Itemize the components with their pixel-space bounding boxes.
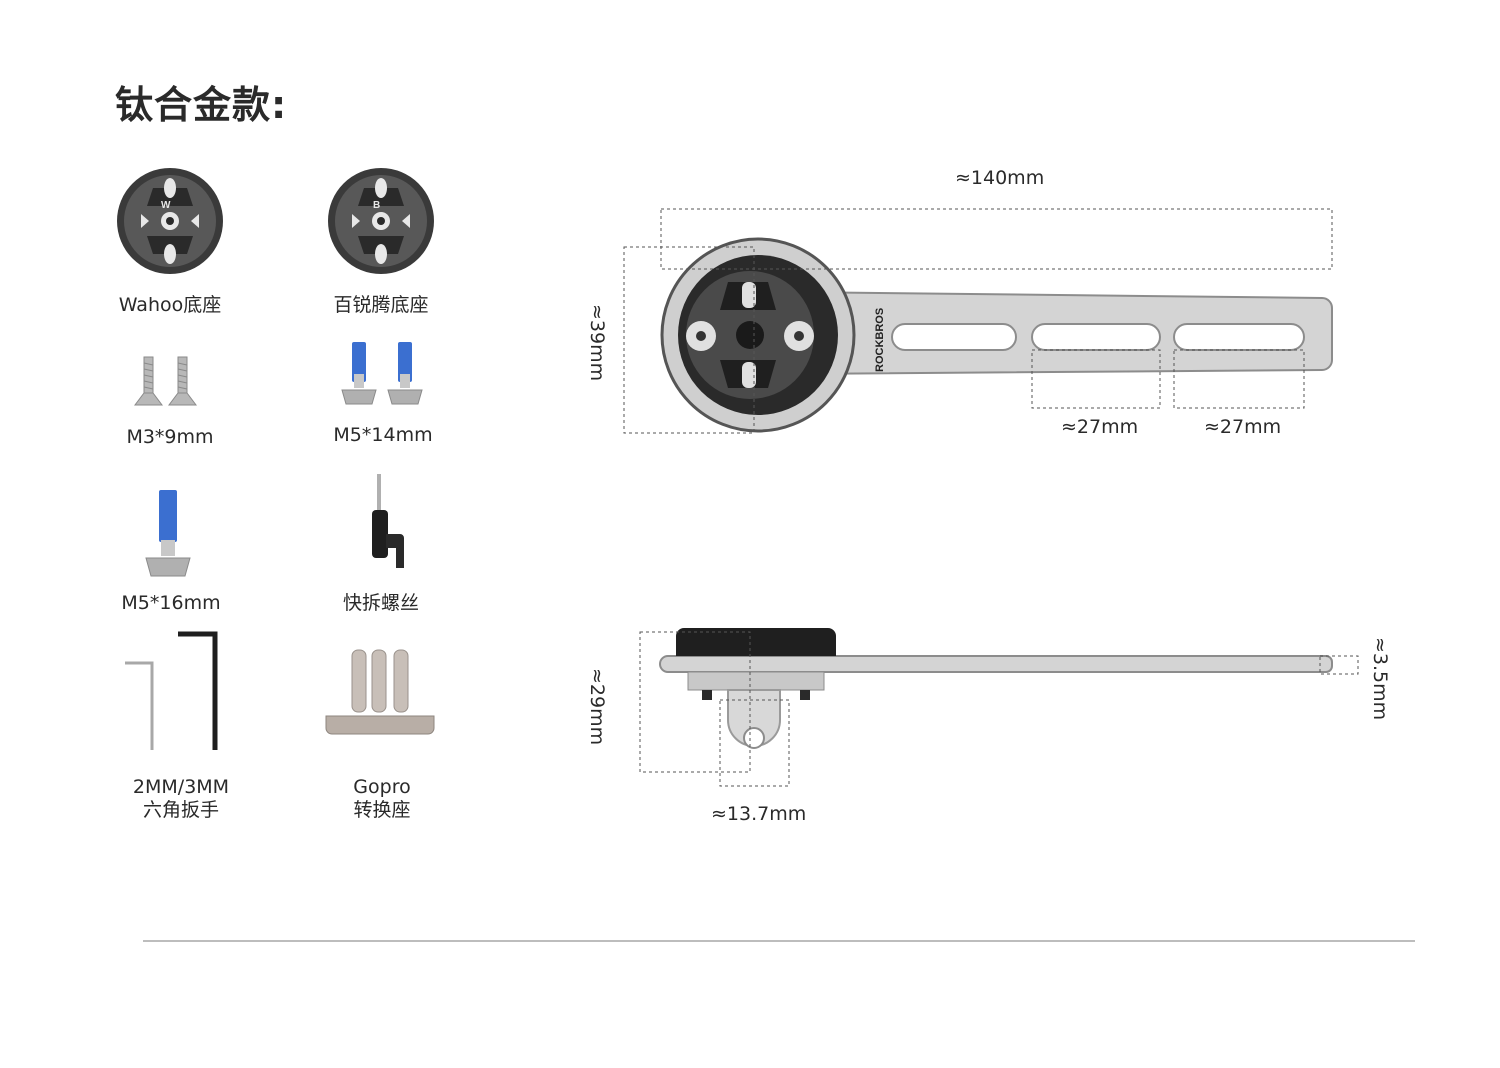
m3-screw-icon [134,356,197,406]
divider [143,940,1415,942]
wahoo-base-icon: W [117,168,223,274]
quick-release-screw-icon [372,474,404,568]
height-dimension: ≈39mm [586,304,608,382]
hex-wrench-label-1: 2MM/3MM [132,776,230,798]
gopro-label-2: 转换座 [353,799,411,821]
side-height-dimension: ≈29mm [586,668,608,746]
m5-14-screw-icon [341,342,423,405]
brand-text: ROCKBROS [874,308,886,372]
bryton-base-icon: B [328,168,434,274]
mount-top-view: ROCKBROS [623,208,1333,434]
wahoo-base-label: Wahoo底座 [118,294,222,316]
gopro-width-dimension: ≈13.7mm [711,803,807,825]
hex-wrench-label-2: 六角扳手 [142,799,219,821]
m5-16-screw-label: M5*16mm [121,592,221,614]
bryton-base-label: 百锐腾底座 [333,294,429,316]
m5-14-screw-label: M5*14mm [333,424,433,446]
slot1-dimension: ≈27mm [1061,416,1139,438]
slot2-dimension: ≈27mm [1204,416,1282,438]
wahoo-letter: W [161,200,171,211]
m5-16-screw-icon [145,490,191,577]
thickness-dimension: ≈3.5mm [1369,637,1391,721]
mount-side-view [639,628,1359,787]
quick-release-screw-label: 快拆螺丝 [342,592,419,614]
gopro-adapter-icon [325,649,435,735]
length-dimension: ≈140mm [955,167,1045,189]
bryton-letter: B [373,200,380,211]
page-title: 钛合金款: [115,83,288,127]
m3-screw-label: M3*9mm [126,426,214,448]
hex-wrench-icon [125,631,218,750]
gopro-label-1: Gopro [353,776,411,798]
